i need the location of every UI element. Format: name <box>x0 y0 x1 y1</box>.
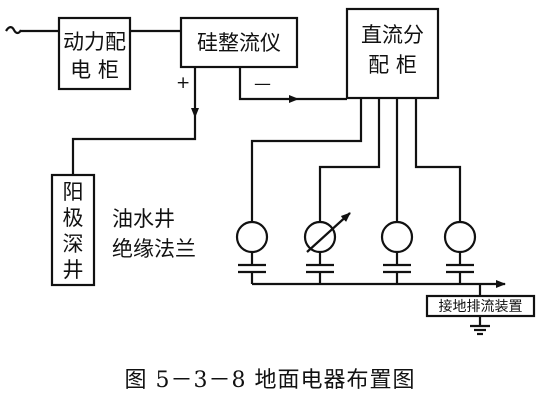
negative-terminal-label: — <box>254 74 271 94</box>
flange-symbol-4 <box>446 263 474 284</box>
meter-2-adjust-arrow <box>306 212 351 253</box>
meter-2 <box>303 220 337 254</box>
silicon-rectifier: 硅整流仪 <box>179 16 299 69</box>
dc-distribution-cabinet: 直流分 配 柜 <box>345 7 440 100</box>
anode-cable <box>71 117 197 175</box>
power-cabinet-line1: 动力配 <box>63 30 126 54</box>
anode-well-char1: 阳 <box>63 180 84 204</box>
flange-symbol-2 <box>306 263 334 284</box>
flange-symbol-3 <box>383 263 411 284</box>
positive-terminal-label: + <box>176 73 190 93</box>
flange-label-line1: 油水井 <box>112 207 175 231</box>
dc-cabinet-line2: 配 柜 <box>368 53 417 77</box>
flange-label-line2: 绝缘法兰 <box>112 237 196 261</box>
anode-well-char2: 极 <box>63 206 84 230</box>
anode-deep-well: 阳 极 深 井 <box>50 173 96 287</box>
figure-caption: 图 5－3－8 地面电器布置图 <box>125 368 416 393</box>
flange-symbol-1 <box>238 263 266 284</box>
ground-symbol <box>470 316 490 336</box>
meter-3 <box>380 220 414 254</box>
branch-cable-1 <box>250 98 363 222</box>
anode-well-char4: 井 <box>63 258 84 282</box>
branch-cable-4 <box>414 98 462 222</box>
ac-source-symbol <box>5 26 22 35</box>
branch-cable-2 <box>318 98 381 222</box>
grounding-drainage-device: 接地排流装置 <box>425 294 536 318</box>
drain-device-label: 接地排流装置 <box>439 298 523 315</box>
anode-well-char3: 深 <box>63 232 84 256</box>
negative-output-arrow <box>238 67 299 103</box>
meter-4 <box>443 220 477 254</box>
power-distribution-cabinet: 动力配 电 柜 <box>57 16 132 91</box>
rectifier-label: 硅整流仪 <box>197 31 281 55</box>
meter-1 <box>235 220 269 254</box>
power-cabinet-line2: 电 柜 <box>70 58 119 82</box>
dc-cabinet-line1: 直流分 <box>361 23 424 47</box>
